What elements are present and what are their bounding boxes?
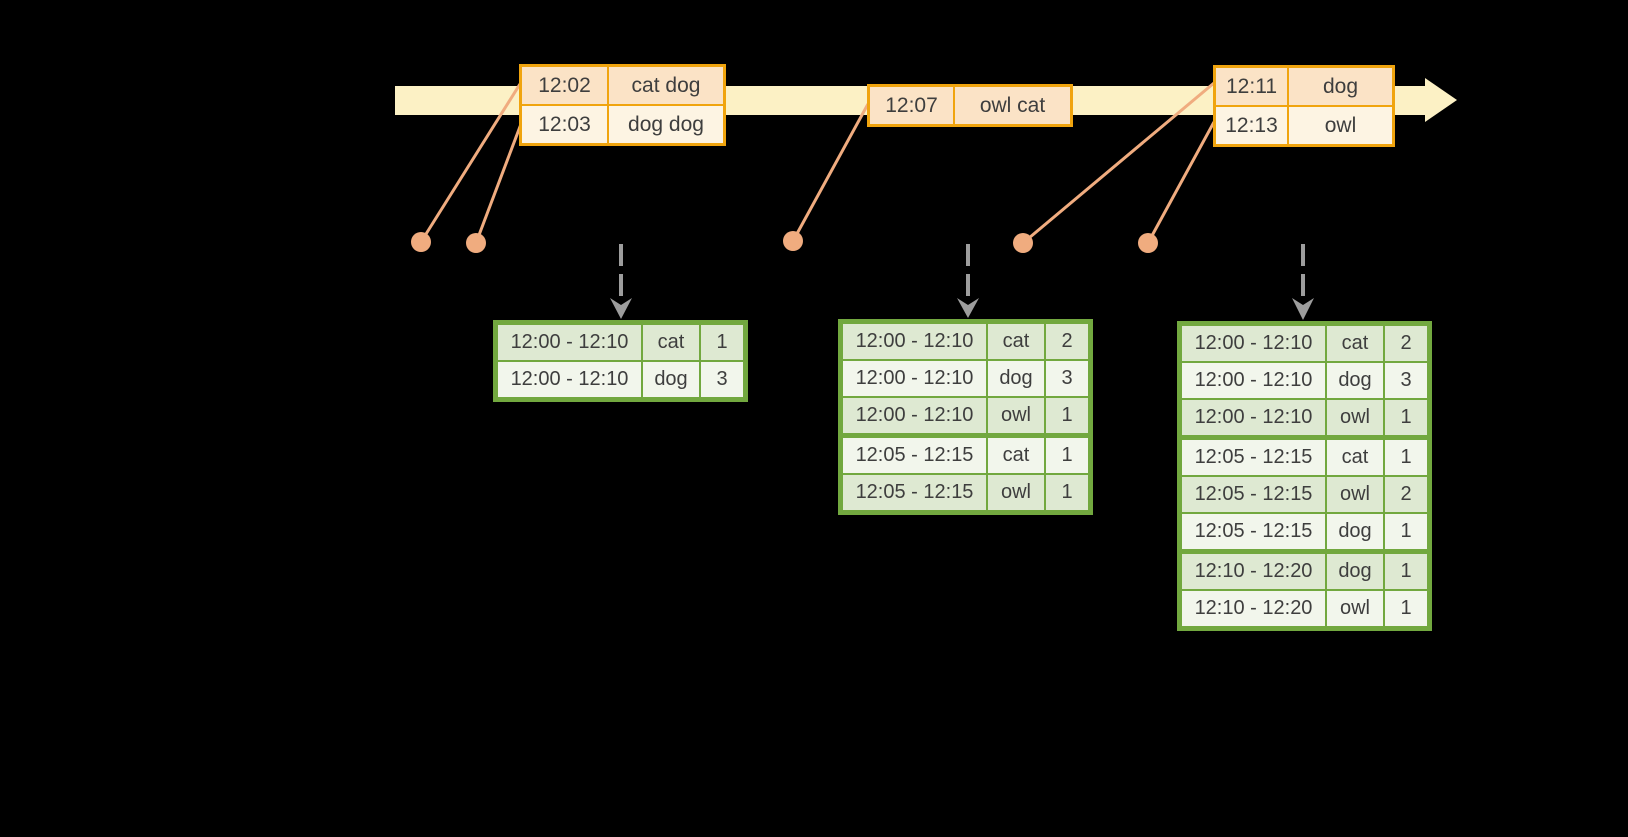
table-cell: 1 [1383,440,1427,475]
table-cell: 2 [1383,326,1427,361]
event-dot [466,233,486,253]
table-cell: owl [1325,400,1383,435]
table-cell: 1 [699,325,743,360]
trigger-arrow [1292,244,1314,320]
table-cell: 12:00 - 12:10 [1182,326,1325,361]
table-cell: 3 [1383,363,1427,398]
table-cell: 2 [1044,324,1088,359]
table-cell: dog [1325,554,1383,589]
event-connector-line [1146,121,1216,244]
table-cell: owl [986,475,1044,510]
table-cell: 12:10 - 12:20 [1182,591,1325,626]
table-cell: 3 [1044,361,1088,396]
table-cell: cat [1325,440,1383,475]
table-cell: cat [986,438,1044,473]
table-cell: owl [1287,107,1392,144]
trigger-arrow [610,244,632,319]
table-cell: dog [1325,363,1383,398]
event-connector-line [791,103,870,242]
table-cell: cat [1325,326,1383,361]
table-cell: 1 [1044,475,1088,510]
table-cell: 12:11 [1216,68,1287,105]
table-cell: 1 [1044,438,1088,473]
table-cell: 1 [1383,400,1427,435]
table-cell: 12:00 - 12:10 [498,362,641,397]
table-cell: owl [1325,591,1383,626]
table-cell: 12:02 [522,67,607,104]
table-cell: 1 [1383,514,1427,549]
table-cell: 12:05 - 12:15 [1182,514,1325,549]
table-cell: dog dog [607,106,723,143]
table-cell: cat [986,324,1044,359]
table-cell: 12:05 - 12:15 [843,475,986,510]
event-dot [1138,233,1158,253]
table-cell: 12:10 - 12:20 [1182,554,1325,589]
table-cell: owl cat [953,87,1070,124]
table-cell: dog [986,361,1044,396]
table-cell: 12:05 - 12:15 [843,438,986,473]
table-cell: 12:00 - 12:10 [498,325,641,360]
table-cell: 3 [699,362,743,397]
table-cell: 2 [1383,477,1427,512]
table-cell: dog [641,362,699,397]
table-cell: 12:00 - 12:10 [843,361,986,396]
trigger-arrow [957,244,979,318]
table-cell: 12:13 [1216,107,1287,144]
event-dot [1013,233,1033,253]
table-cell: cat dog [607,67,723,104]
table-cell: dog [1287,68,1392,105]
table-cell: 12:07 [870,87,953,124]
table-cell: owl [1325,477,1383,512]
table-cell: owl [986,398,1044,433]
table-cell: 12:00 - 12:10 [843,324,986,359]
table-cell: 12:00 - 12:10 [1182,363,1325,398]
table-cell: cat [641,325,699,360]
event-connector-line [474,123,523,244]
event-timeline-arrowhead-icon [1425,78,1457,122]
table-cell: dog [1325,514,1383,549]
table-cell: 12:00 - 12:10 [843,398,986,433]
table-cell: 12:00 - 12:10 [1182,400,1325,435]
table-cell: 12:05 - 12:15 [1182,477,1325,512]
table-cell: 12:03 [522,106,607,143]
event-dot [783,231,803,251]
table-cell: 1 [1044,398,1088,433]
table-cell: 12:05 - 12:15 [1182,440,1325,475]
event-dot [411,232,431,252]
table-cell: 1 [1383,554,1427,589]
table-cell: 1 [1383,591,1427,626]
